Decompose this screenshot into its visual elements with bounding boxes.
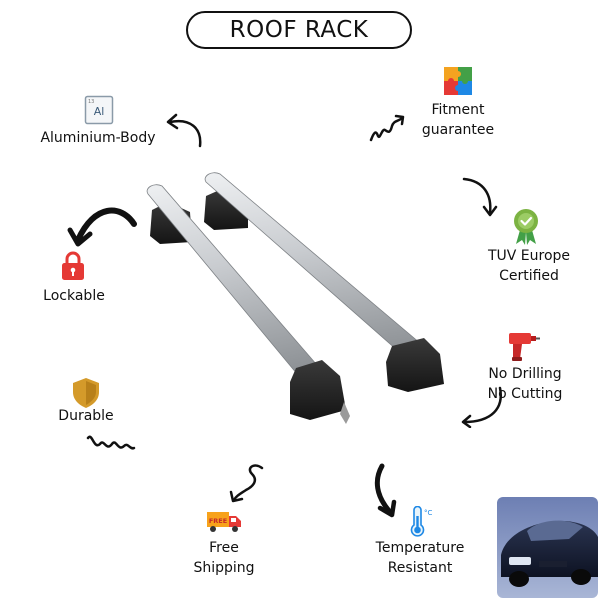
svg-text:13: 13 xyxy=(88,99,94,105)
padlock-icon xyxy=(60,251,86,281)
squiggle-arrow-icon xyxy=(368,112,408,144)
temperature-label-line1: Temperature xyxy=(375,540,465,556)
temperature-label-line2: Resistant xyxy=(387,560,453,576)
squiggle-arrow-icon xyxy=(86,430,136,458)
roof-rack-product-image xyxy=(140,170,460,440)
tuv-label-line1: TUV Europe xyxy=(487,248,571,264)
aluminium-body-label: Aluminium-Body xyxy=(40,130,156,146)
aluminium-element-icon: 13 Al xyxy=(84,95,114,125)
thermometer-icon: °C xyxy=(408,506,434,538)
free-shipping-label-line2: Shipping xyxy=(193,560,255,576)
no-drilling-label-line1: No Drilling xyxy=(488,366,562,382)
loop-arrow-icon xyxy=(228,462,268,504)
svg-text:°C: °C xyxy=(424,509,433,517)
page-title: ROOF RACK xyxy=(186,11,412,49)
curved-arrow-icon xyxy=(460,380,510,428)
tuv-label-line2: Certified xyxy=(499,268,559,284)
certified-badge-icon xyxy=(512,208,540,246)
svg-text:Al: Al xyxy=(94,105,105,118)
no-drilling-label-line2: No Cutting xyxy=(487,386,563,402)
shield-icon xyxy=(71,377,101,409)
curved-arrow-icon xyxy=(460,175,500,220)
svg-text:FREE: FREE xyxy=(209,517,227,525)
durable-label: Durable xyxy=(58,408,114,424)
puzzle-icon xyxy=(443,66,473,96)
curved-arrow-icon xyxy=(372,462,402,520)
fitment-label-line1: Fitment xyxy=(431,102,485,118)
drill-icon xyxy=(505,330,541,362)
free-shipping-label-line1: Free xyxy=(209,540,239,556)
car-thumbnail-image xyxy=(497,497,598,598)
curved-arrow-icon xyxy=(66,202,138,250)
curved-arrow-icon xyxy=(162,110,207,150)
fitment-label-line2: guarantee xyxy=(421,122,495,138)
lockable-label: Lockable xyxy=(43,288,105,304)
free-shipping-truck-icon: FREE xyxy=(206,510,242,534)
